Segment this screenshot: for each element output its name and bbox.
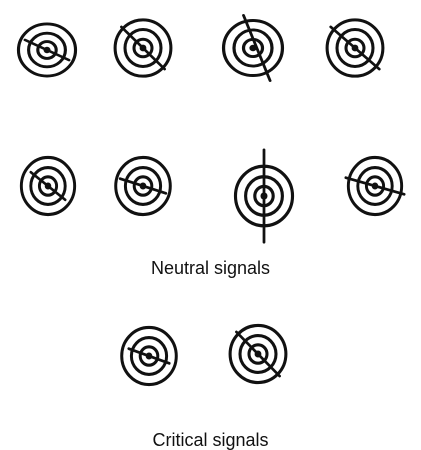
neutral-signal-1	[16, 22, 78, 78]
neutral-signal-5	[19, 155, 77, 217]
critical-signal-1	[120, 325, 178, 387]
neutral-signal-4	[325, 18, 385, 78]
critical-signal-2	[228, 323, 288, 385]
neutral-signal-8	[344, 155, 406, 217]
critical-signals-caption: Critical signals	[152, 430, 269, 450]
neutral-signal-6	[114, 155, 172, 217]
neutral-signal-3	[221, 14, 285, 82]
neutral-signal-2	[113, 18, 173, 78]
neutral-signal-7	[233, 148, 295, 244]
neutral-signals-group	[16, 14, 406, 244]
neutral-signals-caption: Neutral signals	[150, 258, 271, 278]
critical-signals-group	[120, 323, 288, 387]
